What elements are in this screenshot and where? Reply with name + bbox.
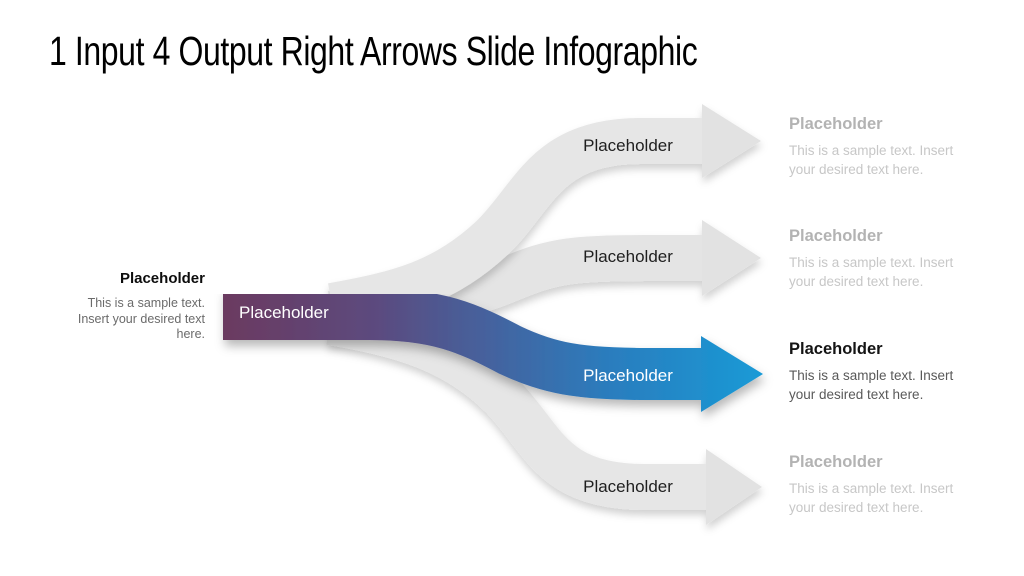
- output-3-body-text[interactable]: This is a sample text. Insert your desir…: [789, 368, 954, 402]
- output-4-body-text[interactable]: This is a sample text. Insert your desir…: [789, 481, 954, 515]
- output-3-heading[interactable]: Placeholder: [789, 340, 883, 358]
- output-2-heading[interactable]: Placeholder: [789, 227, 883, 245]
- output-arrow-4-head[interactable]: [706, 449, 762, 525]
- input-text-block[interactable]: Placeholder This is a sample text. Inser…: [55, 269, 205, 343]
- output-arrow-1-label[interactable]: Placeholder: [583, 136, 673, 155]
- input-heading[interactable]: Placeholder: [119, 270, 205, 287]
- output-arrow-2-label[interactable]: Placeholder: [583, 247, 673, 266]
- input-arrow-label[interactable]: Placeholder: [239, 303, 329, 322]
- output-2-body-text[interactable]: This is a sample text. Insert your desir…: [789, 255, 954, 289]
- output-arrow-4-label[interactable]: Placeholder: [583, 477, 673, 496]
- output-4-heading[interactable]: Placeholder: [789, 453, 883, 471]
- output-1-heading[interactable]: Placeholder: [789, 115, 883, 133]
- output-text-block-4[interactable]: Placeholder This is a sample text. Inser…: [789, 452, 981, 517]
- slide-title[interactable]: 1 Input 4 Output Right Arrows Slide Info…: [49, 28, 698, 74]
- output-arrow-3-head[interactable]: [701, 336, 763, 412]
- output-text-block-2[interactable]: Placeholder This is a sample text. Inser…: [789, 226, 981, 291]
- output-arrow-3-label[interactable]: Placeholder: [583, 366, 673, 385]
- input-flow-band[interactable]: [223, 288, 703, 400]
- output-text-block-3[interactable]: Placeholder This is a sample text. Inser…: [789, 339, 981, 404]
- output-1-body-text[interactable]: This is a sample text. Insert your desir…: [789, 143, 954, 177]
- output-text-block-1[interactable]: Placeholder This is a sample text. Inser…: [789, 114, 981, 179]
- output-arrow-2-head[interactable]: [702, 220, 761, 296]
- output-arrow-1-head[interactable]: [702, 104, 761, 178]
- input-body-text[interactable]: This is a sample text. Insert your desir…: [77, 296, 205, 341]
